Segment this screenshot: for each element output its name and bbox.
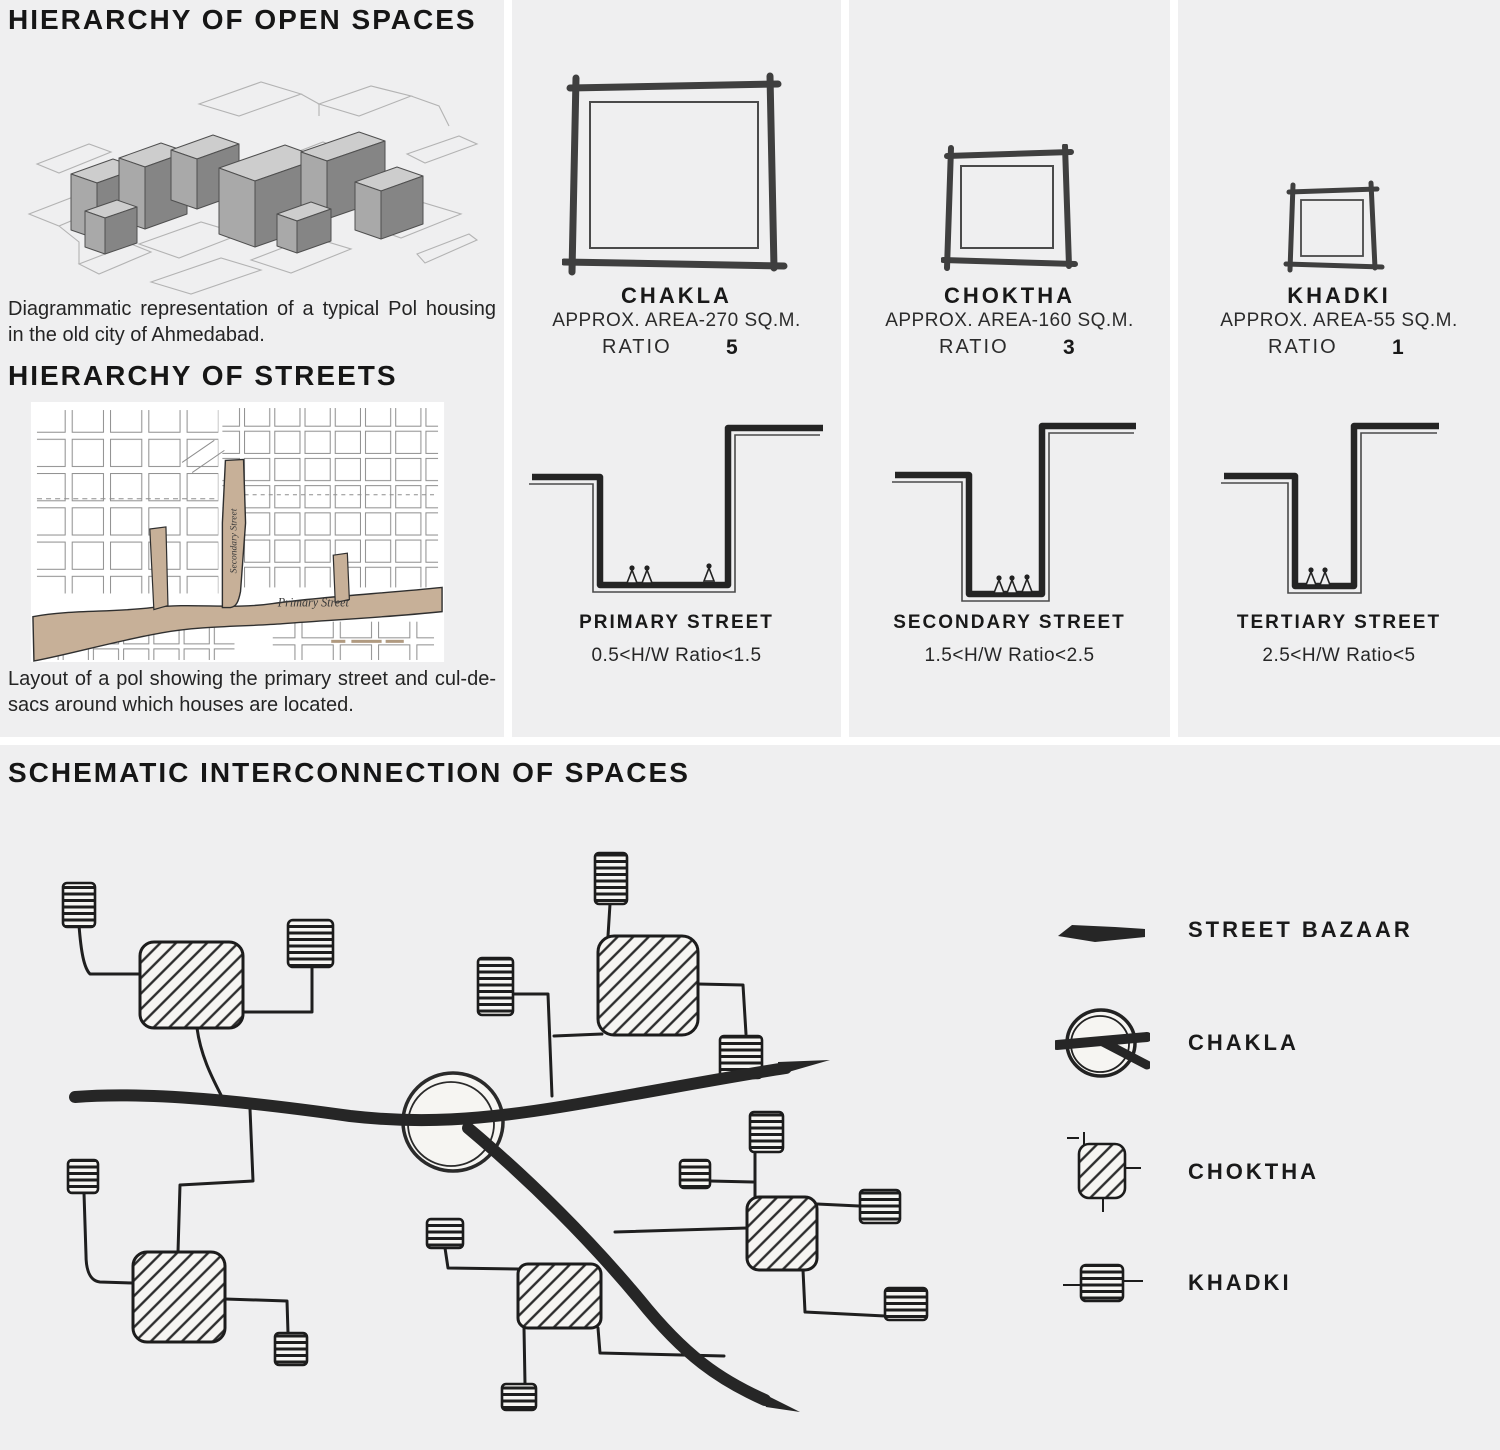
chakla-icon: [1055, 1008, 1150, 1078]
ratio-value: 3: [1063, 336, 1075, 359]
street-ratio: 1.5<H/W Ratio<2.5: [924, 645, 1095, 666]
ratio-value: 5: [726, 336, 738, 359]
primary-street-section-sketch: [529, 424, 823, 593]
ratio-label: RATIO: [602, 336, 672, 358]
panel-khadki: KHADKI APPROX. AREA-55 SQ.M. RATIO 1 TER…: [1178, 0, 1500, 737]
space-area: APPROX. AREA-160 SQ.M.: [885, 310, 1134, 331]
panel-choktha: CHOKTHA APPROX. AREA-160 SQ.M. RATIO 3 S…: [849, 0, 1170, 737]
legend-label: STREET BAZAAR: [1188, 917, 1413, 942]
street-name: SECONDARY STREET: [893, 612, 1126, 633]
people-figures: [992, 574, 1034, 594]
legend-item-chakla: CHAKLA: [1055, 1003, 1485, 1083]
legend-label: CHAKLA: [1188, 1030, 1299, 1055]
street-ratio: 0.5<H/W Ratio<1.5: [591, 645, 762, 666]
pol-axonometric-drawing: [27, 81, 479, 295]
space-name: CHAKLA: [621, 283, 732, 308]
space-name: CHOKTHA: [944, 283, 1075, 308]
space-ratio-row: RATIO 5: [512, 336, 841, 362]
people-figures: [1304, 567, 1332, 586]
choktha-icon: [1067, 1132, 1141, 1212]
street-highlight: [32, 458, 443, 662]
schematic-title: SCHEMATIC INTERCONNECTION OF SPACES: [8, 757, 690, 788]
khadki-icon: [1063, 1263, 1143, 1303]
khadki-square-sketch: [1283, 180, 1385, 273]
panel-open-spaces: HIERARCHY OF OPEN SPACES: [0, 0, 504, 737]
street-bazaar-line: [69, 1060, 830, 1127]
ratio-label: RATIO: [939, 336, 1009, 358]
building-blocks: [70, 131, 424, 255]
legend-item-street-bazaar: STREET BAZAAR: [1055, 890, 1485, 970]
secondary-street-label: Secondary Street: [228, 508, 239, 573]
open-spaces-title: HIERARCHY OF OPEN SPACES: [8, 4, 477, 35]
space-area: APPROX. AREA-55 SQ.M.: [1220, 310, 1458, 331]
legend-label: CHOKTHA: [1188, 1159, 1319, 1184]
streets-title: HIERARCHY OF STREETS: [8, 360, 398, 391]
map-caption: Layout of a pol showing the primary stre…: [8, 668, 496, 717]
panel-chakla: CHAKLA APPROX. AREA-270 SQ.M. RATIO 5 PR…: [512, 0, 841, 737]
khadki-shapes: [61, 851, 929, 1412]
legend-item-choktha: CHOKTHA: [1055, 1132, 1485, 1212]
space-ratio-row: RATIO 3: [849, 336, 1170, 362]
tertiary-street-section-sketch: [1221, 422, 1439, 594]
space-ratio-row: RATIO 1: [1178, 336, 1500, 362]
space-name: KHADKI: [1287, 283, 1391, 308]
primary-street-label: Primary Street: [277, 596, 350, 610]
pol-plan-map: Primary Street Secondary Street: [30, 402, 445, 662]
legend-item-khadki: KHADKI: [1055, 1243, 1485, 1323]
legend-label: KHADKI: [1188, 1270, 1292, 1295]
street-name: TERTIARY STREET: [1236, 612, 1442, 633]
axon-caption: Diagrammatic representation of a typical…: [8, 298, 496, 347]
ratio-label: RATIO: [1268, 336, 1338, 358]
map-credit-marks: [331, 639, 404, 643]
choktha-square-sketch: [941, 144, 1078, 271]
schematic-drawing: [61, 851, 929, 1412]
street-bazaar-icon: [1058, 925, 1145, 942]
chakla-square-sketch: [562, 72, 788, 276]
connector-lines: [77, 902, 887, 1386]
branch-street-line: [462, 1122, 800, 1412]
choktha-shapes: [131, 934, 819, 1344]
people-figures: [625, 563, 716, 584]
street-ratio: 2.5<H/W Ratio<5: [1262, 645, 1416, 666]
ratio-value: 1: [1392, 336, 1404, 359]
space-area: APPROX. AREA-270 SQ.M.: [552, 310, 801, 331]
secondary-street-section-sketch: [892, 422, 1136, 602]
street-name: PRIMARY STREET: [579, 612, 774, 633]
